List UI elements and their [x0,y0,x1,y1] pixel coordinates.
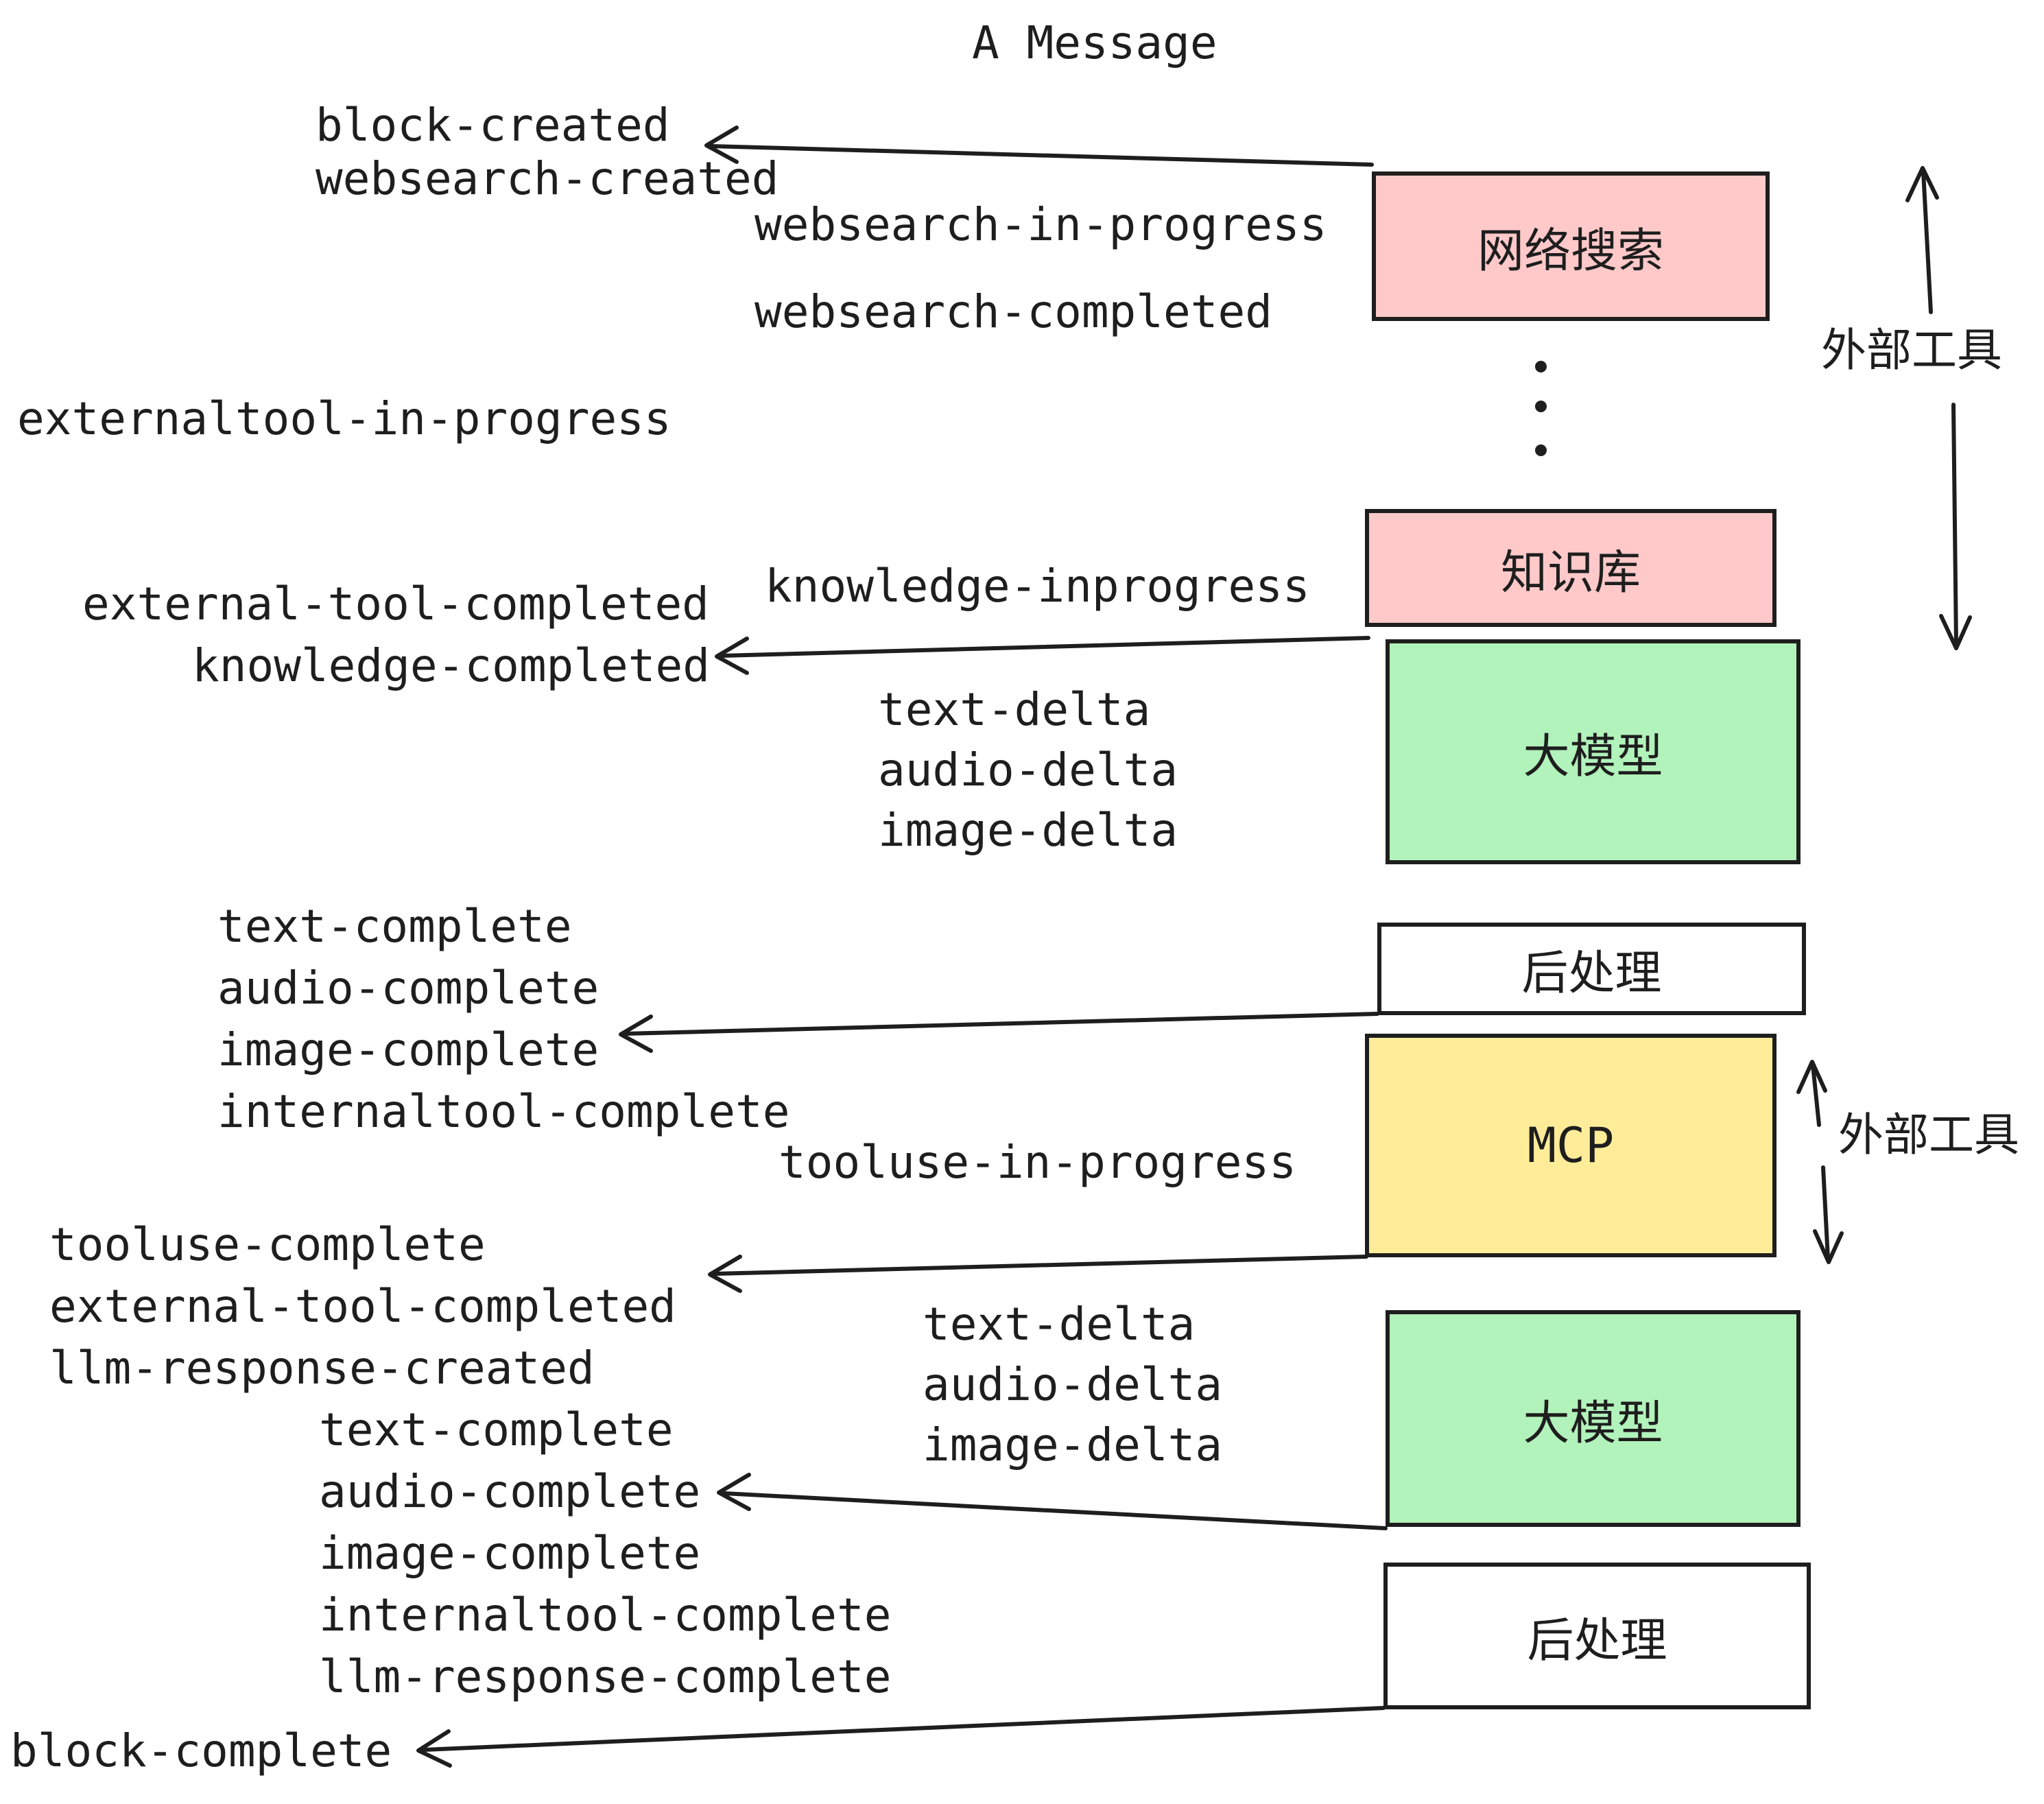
arrow-block-complete [416,1706,1386,1768]
box-knowledge: 知识库 [1365,509,1776,627]
arrow-external-tools-down-1 [1939,403,1972,650]
event-text-complete-2: text-complete [319,1403,674,1456]
box-post-process-2: 后处理 [1383,1563,1811,1709]
arrow-audio-complete [717,1473,1388,1530]
event-image-complete-2: image-complete [319,1527,701,1580]
event-llm-response-created: llm-response-created [49,1342,595,1394]
event-websearch-completed: websearch-completed [754,285,1272,338]
event-tooluse-complete: tooluse-complete [49,1218,486,1271]
ellipsis-dot-icon [1535,401,1547,412]
event-internaltool-complete: internaltool-complete [217,1085,790,1138]
arrow-external-tools-up-1 [1905,166,1939,314]
diagram-title: A Message [972,16,1217,69]
event-llm-response-complete: llm-response-complete [319,1650,892,1703]
event-external-tool-completed-2: external-tool-completed [49,1280,676,1333]
box-websearch: 网络搜索 [1372,171,1770,321]
arrow-external-tools-down-2 [1813,1165,1844,1264]
event-text-delta-2: text-delta [923,1298,1196,1351]
event-internaltool-complete-2: internaltool-complete [319,1589,892,1641]
ellipsis-dot-icon [1535,444,1547,456]
box-llm-1: 大模型 [1386,639,1801,864]
event-external-tool-completed: external-tool-completed [82,578,709,630]
event-audio-complete: audio-complete [217,962,599,1014]
event-audio-complete-2: audio-complete [319,1465,701,1518]
event-externaltool-in-progress: externaltool-in-progress [17,392,672,445]
event-text-delta: text-delta [878,683,1151,736]
event-websearch-in-progress: websearch-in-progress [754,198,1327,251]
event-block-complete: block-complete [10,1724,392,1777]
arrow-external-tools-up-2 [1796,1060,1827,1127]
event-knowledge-inprogress: knowledge-inprogress [765,560,1310,613]
ellipsis-dot-icon [1535,361,1547,372]
event-text-complete: text-complete [217,900,572,953]
arrow-websearch-created [704,126,1374,167]
event-knowledge-completed: knowledge-completed [192,639,710,692]
event-image-complete: image-complete [217,1023,599,1076]
box-post-process-1: 后处理 [1377,923,1806,1015]
event-audio-delta: audio-delta [878,744,1178,796]
event-websearch-created: websearch-created [316,152,779,205]
arrow-knowledge-completed [715,636,1370,675]
event-audio-delta-2: audio-delta [923,1358,1223,1411]
side-label-external-tools-1: 外部工具 [1821,324,2002,377]
box-mcp: MCP [1365,1034,1776,1257]
side-label-external-tools-2: 外部工具 [1838,1108,2019,1161]
event-tooluse-in-progress: tooluse-in-progress [779,1136,1296,1189]
arrow-tooluse-complete [708,1255,1368,1293]
event-image-delta-2: image-delta [923,1419,1223,1471]
box-llm-2: 大模型 [1386,1310,1801,1527]
event-image-delta: image-delta [878,804,1178,857]
arrow-image-complete [619,1012,1379,1053]
event-block-created: block-created [316,99,670,152]
